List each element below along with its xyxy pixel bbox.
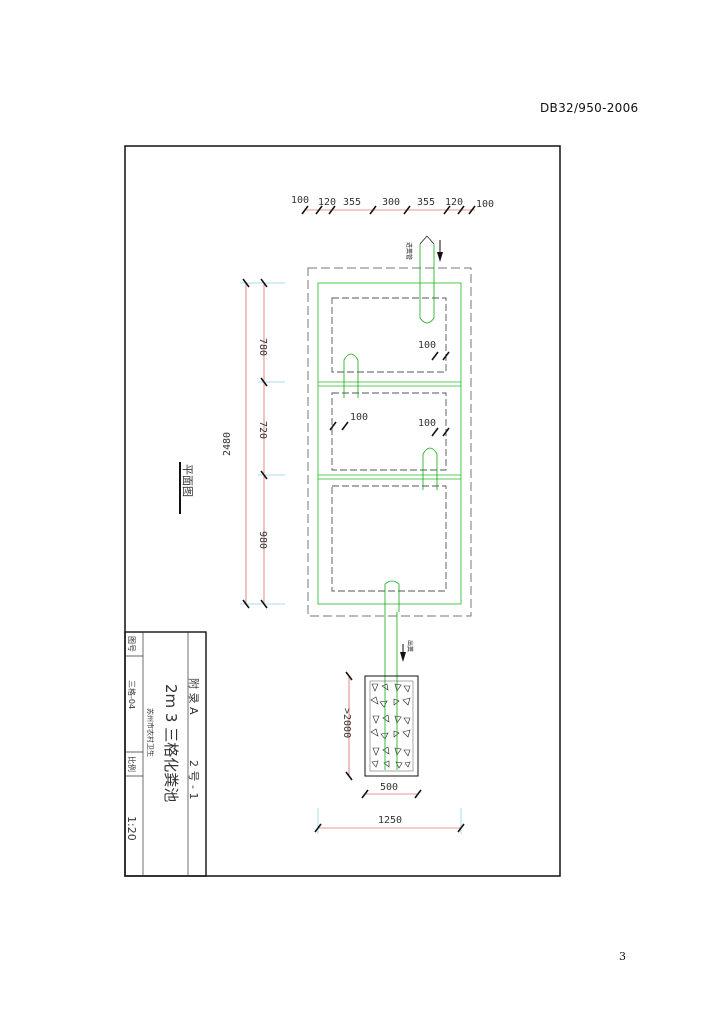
dim-top-6: 120 <box>445 197 463 208</box>
filter-bed <box>364 675 419 777</box>
dim-top-7: 100 <box>476 199 494 210</box>
title-main: 2m 3 三格化粪池 <box>162 684 180 802</box>
dim-left-3: 980 <box>257 531 268 549</box>
dim-filter-length: >2000 <box>341 708 352 738</box>
dim-left-total: 2480 <box>222 432 233 456</box>
standard-code: DB32/950-2006 <box>540 101 639 115</box>
dim-filter-width: 500 <box>380 782 398 793</box>
fig-no-value: 三格-04 <box>127 680 137 709</box>
drawing-frame <box>124 145 561 877</box>
outlet-pipe: 出粪 <box>384 612 414 688</box>
view-label: 平面图 <box>181 464 194 497</box>
dim-left-1: 780 <box>257 338 268 356</box>
top-dimension-chain: 100 120 355 300 355 120 100 <box>291 195 494 215</box>
chamber-2 <box>331 392 447 471</box>
dim-top-5: 355 <box>417 197 435 208</box>
dim-internal-3: 100 <box>418 418 436 429</box>
outlet-pipe-neck <box>384 580 400 612</box>
dim-top-2: 120 <box>318 197 336 208</box>
dim-internal-1: 100 <box>418 340 436 351</box>
scale-label: 比例 <box>127 756 137 772</box>
tank-inner-wall <box>317 282 462 605</box>
left-dimension-chain: 2480 780 720 980 <box>222 278 285 609</box>
dim-left-2: 720 <box>257 421 268 439</box>
page-number: 3 <box>619 950 626 963</box>
dim-overall-width: 1250 <box>378 815 402 826</box>
title-prefix: 附 录 A <box>187 678 201 715</box>
dim-top-4: 300 <box>382 197 400 208</box>
tank-partitions <box>318 381 461 480</box>
transfer-pipe-2 <box>422 447 438 490</box>
inlet-pipe: 进粪管 <box>405 235 443 324</box>
outlet-label: 出粪 <box>406 640 414 652</box>
tank-outer-wall <box>307 267 472 617</box>
fig-no-label: 图号 <box>127 636 136 652</box>
org-name: 苏州市农村卫生 <box>146 708 155 757</box>
transfer-pipe-1 <box>343 353 359 398</box>
title-block: 图号 三格-04 比例 1:20 苏州市农村卫生 附 录 A 2m 3 三格化粪… <box>124 631 207 877</box>
inlet-label: 进粪管 <box>405 242 413 260</box>
title-sub: 2 号 - 1 <box>187 760 200 799</box>
chamber-1 <box>331 297 447 373</box>
dim-internal-2: 100 <box>350 412 368 423</box>
chamber-3 <box>331 485 447 592</box>
dim-top-1: 100 <box>291 195 309 206</box>
scale-value: 1:20 <box>125 816 138 841</box>
dim-top-3: 355 <box>343 197 361 208</box>
